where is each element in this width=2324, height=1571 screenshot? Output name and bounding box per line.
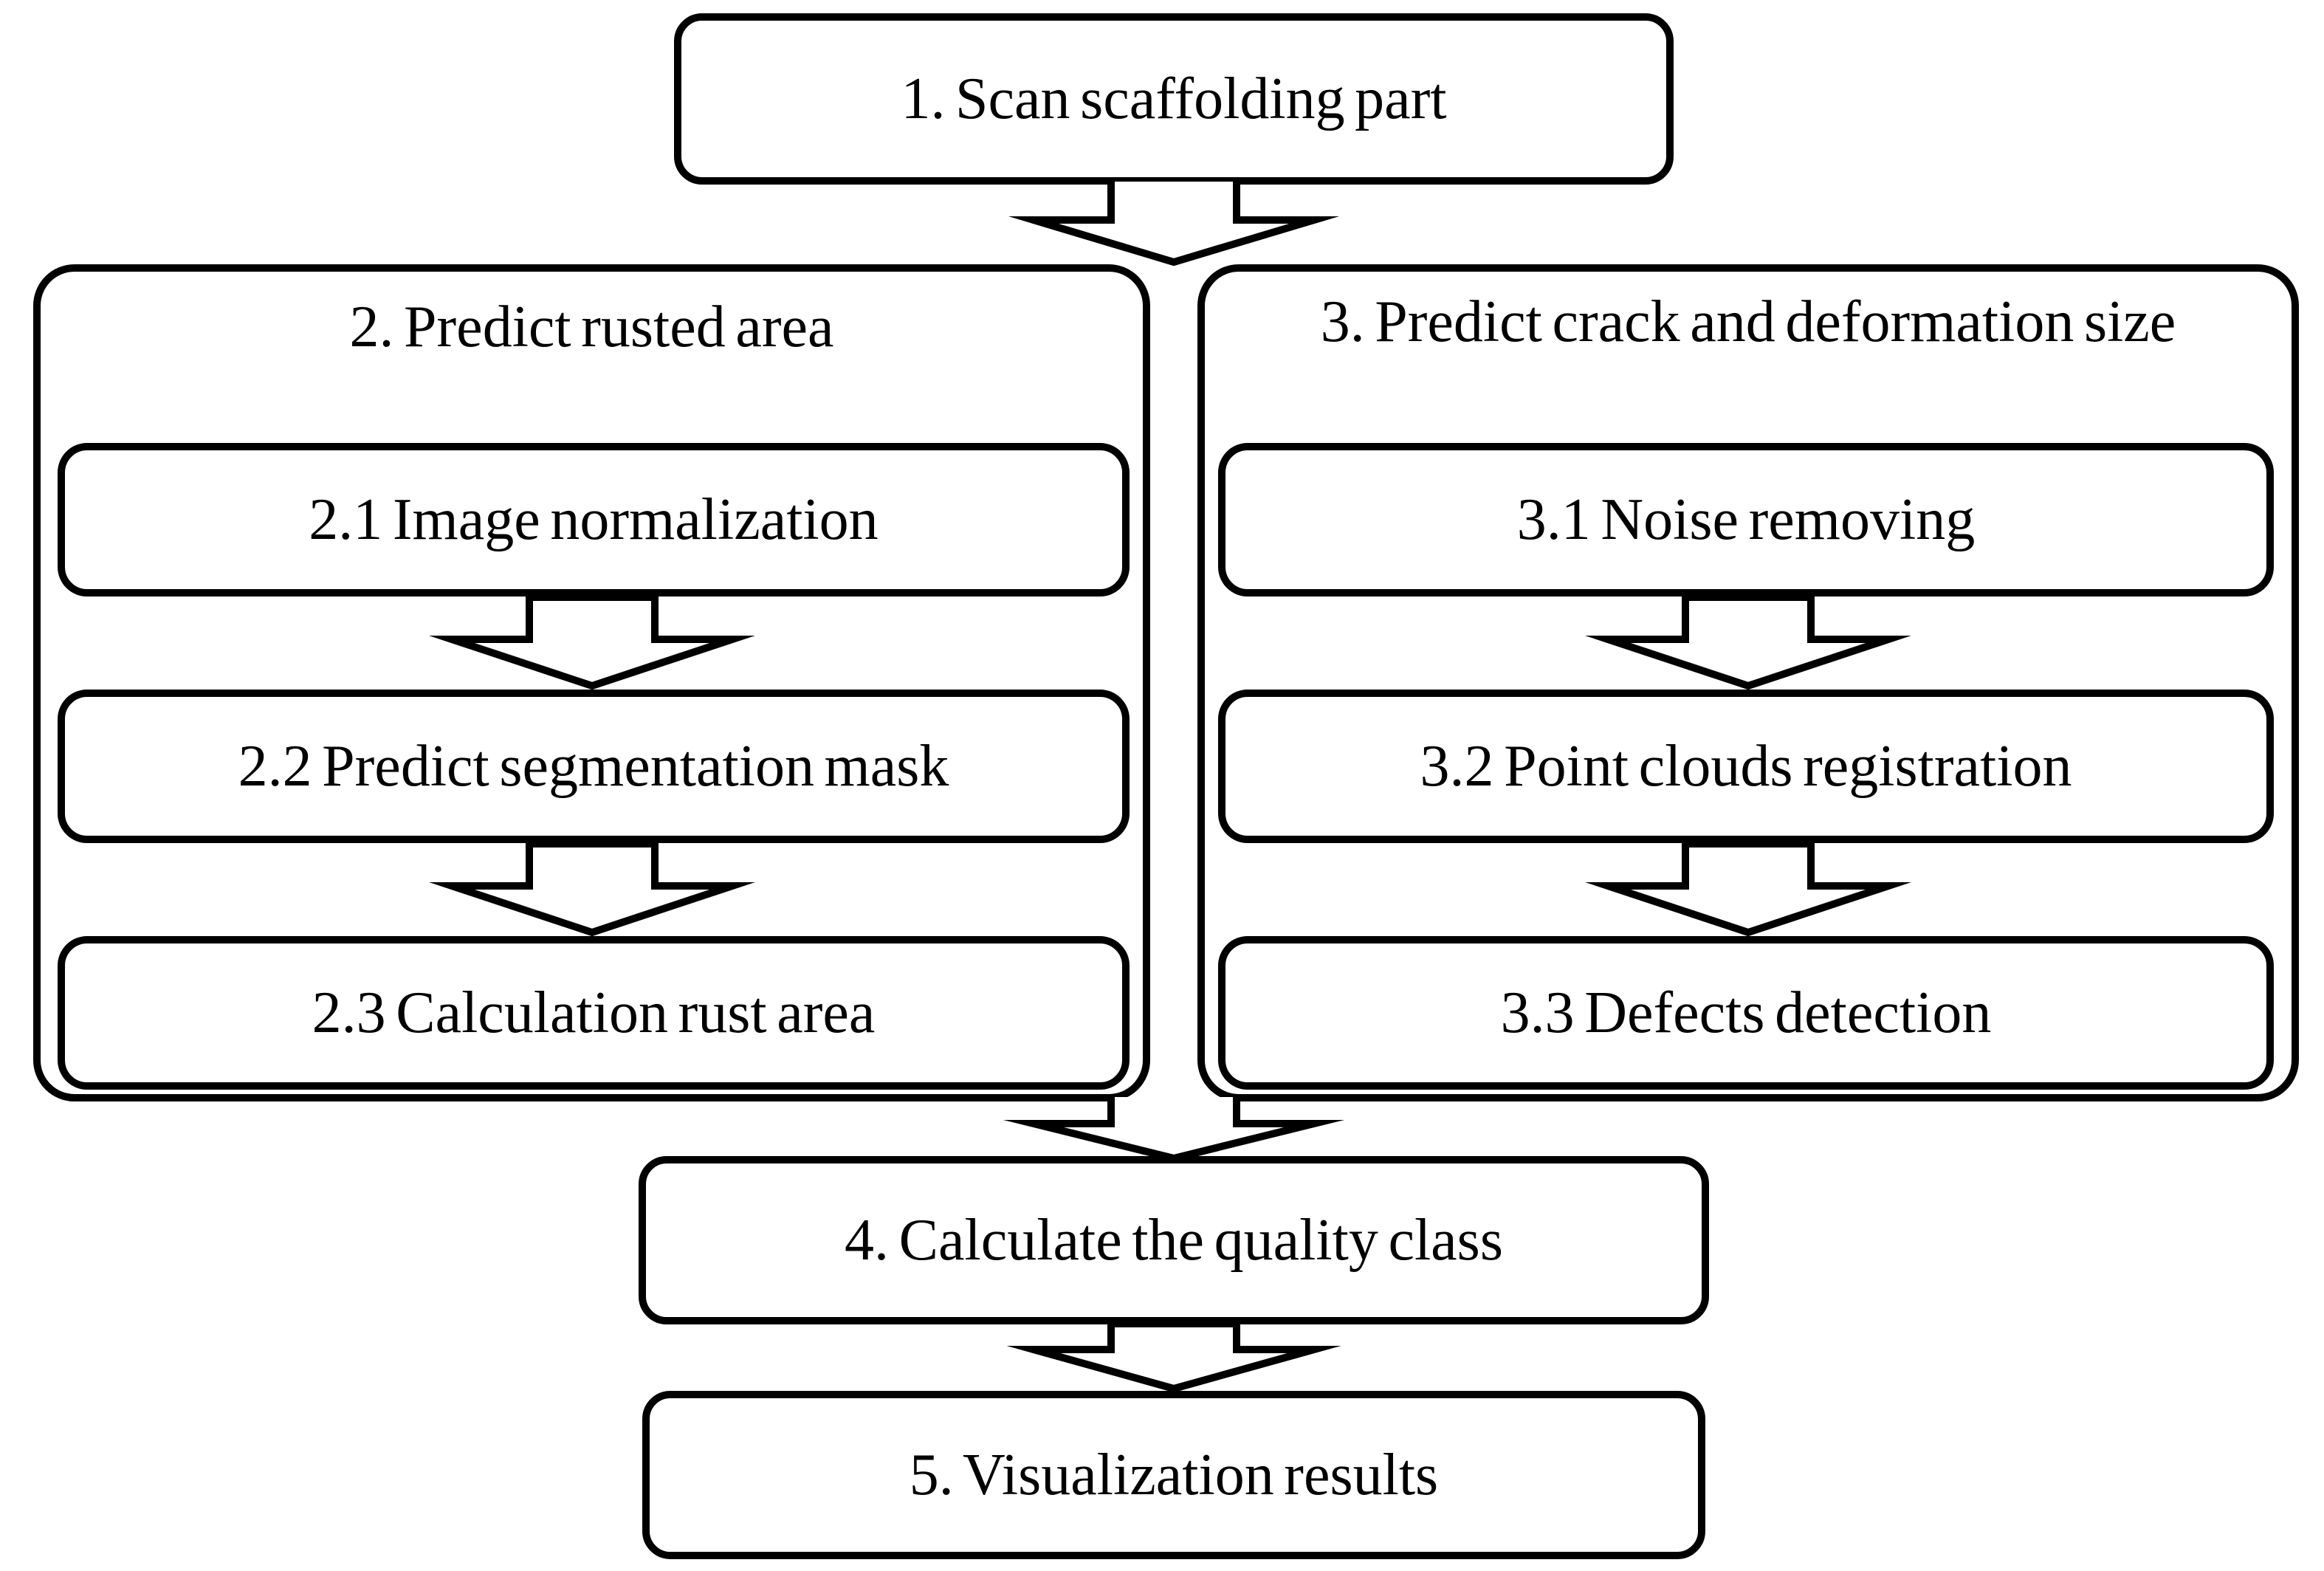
flow-arrow-step1-to-branches	[1008, 182, 1340, 267]
step3-1-label: 3.1 Noise removing	[1516, 487, 1976, 552]
down-arrow-icon	[1003, 1097, 1345, 1163]
branch2-title-label: 2. Predict rusted area	[349, 295, 834, 360]
step3-2-label: 3.2 Point clouds registration	[1420, 733, 2072, 799]
step4-box: 4. Calculate the quality class	[639, 1156, 1709, 1324]
step4-label: 4. Calculate the quality class	[845, 1207, 1503, 1273]
flow-arrow-3-1-to-3-2	[1585, 594, 1911, 690]
step2-3-label: 2.3 Calculation rust area	[312, 980, 876, 1045]
step2-1-label: 2.1 Image normalization	[309, 487, 879, 552]
flow-arrow-3-2-to-3-3	[1585, 840, 1911, 937]
step5-label: 5. Visualization results	[909, 1442, 1439, 1508]
branch3-title: 3. Predict crack and deformation size	[1197, 281, 2299, 450]
flow-arrow-step4-to-step5	[1006, 1320, 1341, 1393]
flow-arrow-branches-to-step4	[1003, 1097, 1345, 1163]
flow-arrow-2-2-to-2-3	[429, 840, 755, 937]
step2-1-box: 2.1 Image normalization	[58, 443, 1130, 597]
step2-2-box: 2.2 Predict segmentation mask	[58, 690, 1130, 843]
step3-3-box: 3.3 Defects detection	[1218, 936, 2274, 1090]
step3-2-box: 3.2 Point clouds registration	[1218, 690, 2274, 843]
step5-box: 5. Visualization results	[642, 1391, 1705, 1559]
down-arrow-icon	[429, 840, 755, 937]
branch2-title: 2. Predict rusted area	[33, 294, 1150, 375]
step3-1-box: 3.1 Noise removing	[1218, 443, 2274, 597]
step3-3-label: 3.3 Defects detection	[1500, 980, 1992, 1045]
flow-arrow-2-1-to-2-2	[429, 594, 755, 690]
down-arrow-icon	[1006, 1320, 1341, 1393]
branch3-title-label: 3. Predict crack and deformation size	[1320, 289, 2176, 354]
step1-label: 1. Scan scaffolding part	[901, 66, 1447, 131]
down-arrow-icon	[1008, 182, 1340, 267]
down-arrow-icon	[429, 594, 755, 690]
down-arrow-icon	[1585, 840, 1911, 937]
down-arrow-icon	[1585, 594, 1911, 690]
step1-box: 1. Scan scaffolding part	[674, 13, 1674, 185]
step2-3-box: 2.3 Calculation rust area	[58, 936, 1130, 1090]
step2-2-label: 2.2 Predict segmentation mask	[238, 733, 949, 799]
